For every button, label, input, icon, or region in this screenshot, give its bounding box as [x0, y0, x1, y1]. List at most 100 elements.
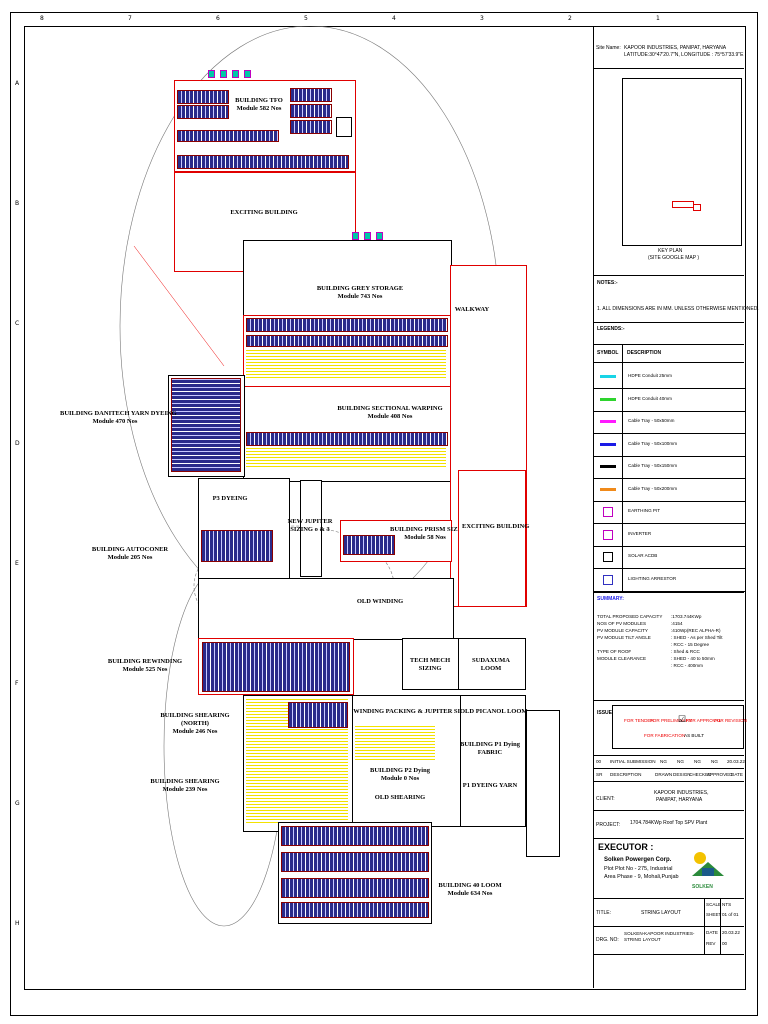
issue-box [612, 705, 744, 749]
legend-description: SOLAR ACDB [628, 553, 658, 558]
site-name: KAPOOR INDUSTRIES, PANIPAT, HARYANA [624, 45, 727, 51]
rule-15 [594, 954, 744, 955]
rule-3 [594, 322, 744, 323]
sheet-inner-border [24, 26, 746, 990]
lightning-arrestor-icon [603, 574, 613, 585]
shed-grey [246, 348, 446, 378]
hdpe-40-icon [600, 397, 616, 401]
rule-4 [594, 344, 744, 345]
pv-array-prism [343, 535, 395, 555]
summary-value: :4154 [671, 621, 683, 626]
rule-6 [594, 592, 744, 593]
inverter-icon-grey-1 [352, 232, 359, 240]
grid-row-a: A [15, 80, 20, 87]
pv-array-40-loom-1 [281, 826, 429, 846]
grid-row-c: C [15, 320, 20, 327]
label-shearing-north: BUILDING SHEARING(NORTH)Module 246 Nos [160, 712, 230, 735]
label-old-picanol: OLD PICANOL LOOM [460, 708, 528, 715]
executor-name: Solken Powergen Corp. [604, 857, 672, 863]
title-block-divider [593, 26, 594, 988]
legend-row: Cable Tray - 50x50mm [594, 411, 746, 434]
grid-row-d: D [15, 440, 20, 447]
sheet-label: SHEET [706, 912, 722, 917]
inverter-icon-tfo-4 [244, 70, 251, 78]
grid-col-8: 8 [40, 15, 44, 22]
summary-value: : SHED - As per Shed Tilt [671, 635, 723, 640]
building-tech-mech [402, 638, 460, 690]
legend-row: SOLAR ACDB [594, 546, 746, 569]
key-plan-marker [672, 201, 694, 208]
symbol-header: SYMBOL [597, 350, 619, 356]
scale-label: SCALE [706, 902, 722, 907]
date-value: 20.03.22 [722, 930, 740, 935]
rule-14 [594, 926, 744, 927]
rev-header-approved: APPROVED [707, 772, 733, 777]
rev-no: 00 [596, 759, 602, 764]
legend-description: Cable Tray - 50x200mm [628, 485, 678, 491]
rule-13 [594, 898, 744, 899]
issue-for-preliminary[interactable]: FOR PRELIMINARY [650, 718, 693, 723]
pv-array-tfo-3 [290, 88, 332, 102]
site-name-label: Site Name: [596, 45, 621, 51]
notes-title: NOTES:- [597, 280, 618, 286]
issue-for-fabrication[interactable]: FOR FABRICATION [644, 733, 686, 738]
tray-50x100-icon [600, 442, 616, 446]
executor-address-2: Area Phase - 9, Mohali,Punjab [604, 874, 679, 880]
issue-for-approval[interactable]: FOR APPROVAL [686, 718, 722, 723]
summary-label: TYPE OF ROOF [597, 649, 632, 654]
inverter-icon-grey-2 [364, 232, 371, 240]
grid-col-6: 6 [216, 15, 220, 22]
legend-row: HDPE Conduit 25mm [594, 366, 746, 389]
issue-as-built[interactable]: AS BUILT [684, 733, 705, 738]
rev-header-drawn: DRAWN [655, 772, 673, 777]
inverter-icon-tfo-1 [208, 70, 215, 78]
rule-9 [594, 768, 744, 769]
inverter-icon-tfo-3 [232, 70, 239, 78]
site-coordinates: LATITUDE:30°47'20.7"N, LONGITUDE : 75°57… [624, 52, 744, 58]
legends-title: LEGENDS:- [597, 326, 625, 332]
inverter-icon [603, 529, 613, 540]
title-label: TITLE: [596, 910, 612, 916]
building-old-winding [198, 578, 454, 640]
pv-array-tfo-1 [177, 90, 229, 104]
grid-col-2: 2 [568, 15, 572, 22]
scale-value: NTS [722, 902, 732, 907]
rev-header-date: DATE [731, 772, 743, 777]
summary-value: : Shed & RCC [671, 649, 700, 654]
pv-array-tfo-7 [177, 155, 349, 169]
sheet-value: 01 of 01 [722, 912, 739, 917]
project-name: 1704.784KWp Roof Top SPV Plant [630, 820, 708, 826]
note-1: 1. ALL DIMENSIONS ARE IN MM. UNLESS OTHE… [597, 306, 759, 312]
summary-value: :410Wp(REC ALPHA-R) [671, 628, 721, 633]
label-winding-packing: WINDING PACKING & JUPITER SIZING [353, 708, 477, 715]
label-p3-dyeing: P3 DYEING [212, 495, 248, 502]
approval-check-icon: ☑ [678, 714, 687, 724]
pv-array-tfo-2 [177, 105, 229, 119]
grid-col-5: 5 [304, 15, 308, 22]
legend-description: EARTHING PIT [628, 508, 661, 513]
label-walkway: WALKWAY [454, 306, 490, 313]
executor-address-1: Plot Plot No - 275, Industrial [604, 866, 673, 872]
solar-acdb-icon [603, 552, 613, 562]
grid-row-e: E [15, 560, 19, 567]
summary-label: PV MODULE TILT ANGLE [597, 635, 651, 640]
label-old-shearing: OLD SHEARING [374, 794, 426, 801]
pv-array-grey-2 [246, 335, 448, 347]
rev-label: REV [706, 941, 716, 946]
summary-title: SUMMARY: [597, 596, 624, 602]
legend-description: HDPE Conduit 40mm [628, 395, 672, 401]
building-far-right [526, 710, 560, 857]
issue-for-revision[interactable]: FOR REVISION [714, 718, 747, 723]
client-label: CLIENT: [596, 796, 615, 802]
solken-logo-text: SOLKEN [692, 884, 713, 890]
inverter-icon-grey-3 [376, 232, 383, 240]
pv-array-40-loom-4 [281, 902, 429, 918]
rev-header-design: DESIGN [673, 772, 691, 777]
tray-50x200-icon [600, 487, 616, 491]
issue-for-tender[interactable]: FOR TENDER [624, 718, 654, 723]
